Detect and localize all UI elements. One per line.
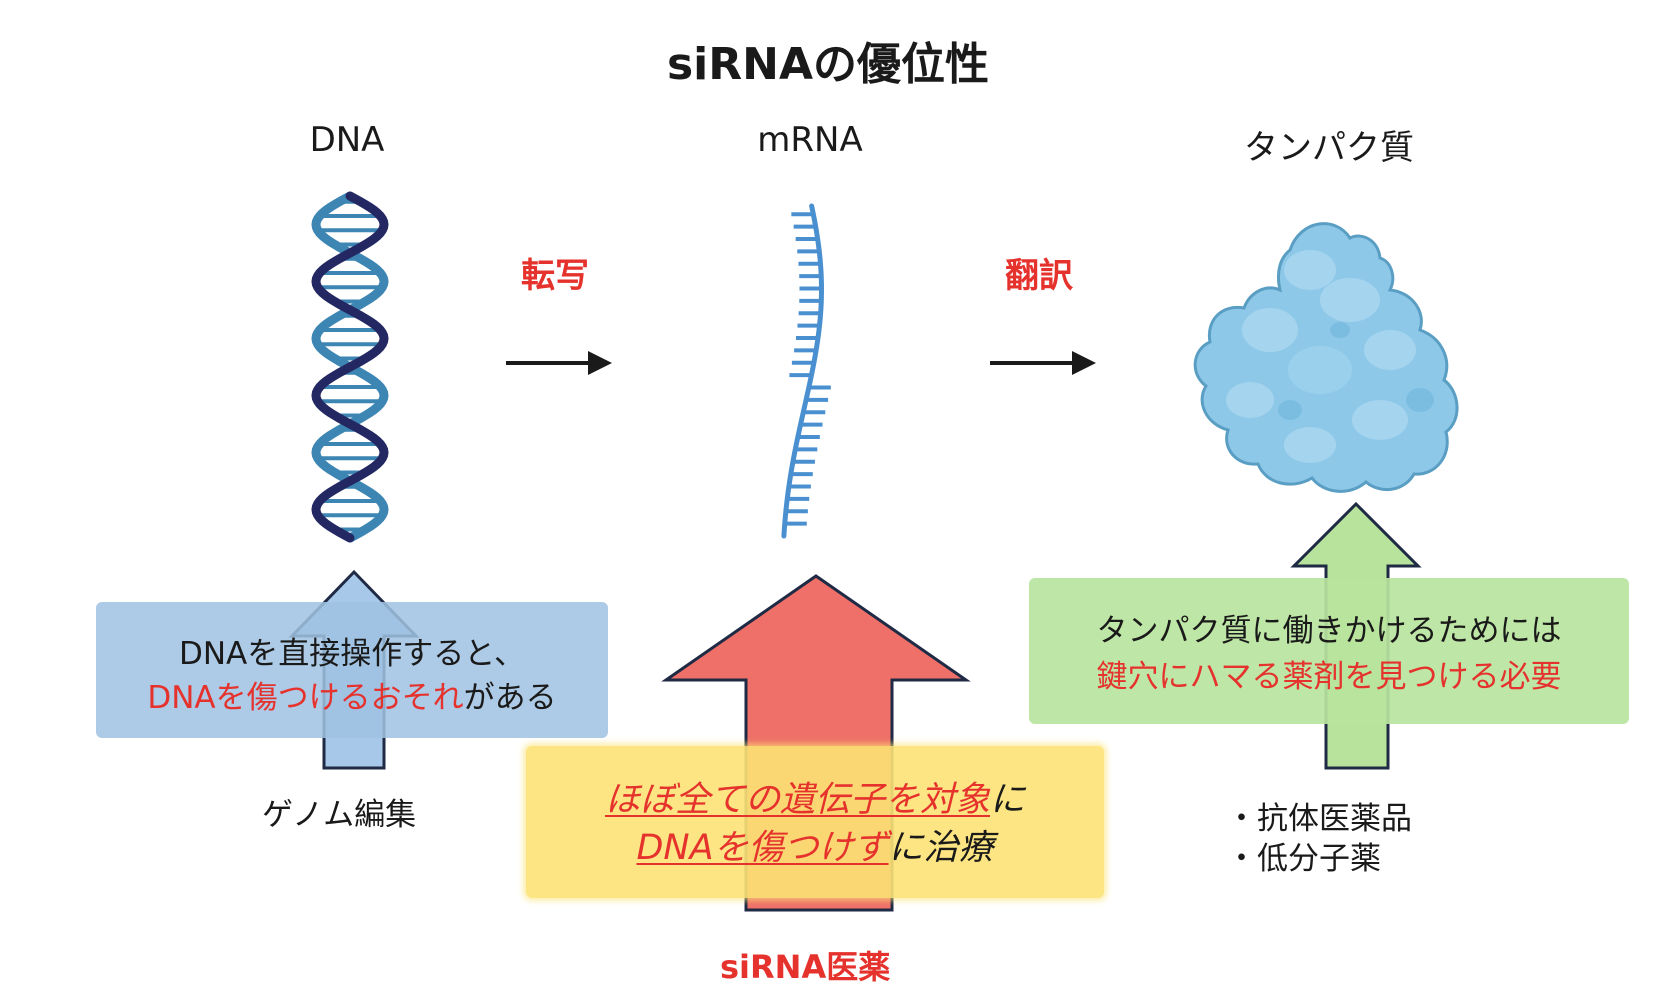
- sirna-box-target-text: ほぼ全ての遺伝子を対象: [604, 780, 990, 820]
- sirna-box-line-1: ほぼ全ての遺伝子を対象に: [526, 776, 1104, 824]
- protein-box-requirement-text: 鍵穴にハマる薬剤を見つける必要: [1096, 659, 1562, 695]
- antibody-drug-label: ・抗体医薬品: [1226, 801, 1412, 837]
- dna-box-line-1: DNAを直接操作すると、: [178, 636, 526, 672]
- sirna-box-line-2: DNAを傷つけずに治療: [526, 824, 1104, 872]
- protein-targeting-box: タンパク質に働きかけるためには 鍵穴にハマる薬剤を見つける必要: [1029, 578, 1629, 724]
- mrna-backbone: [781, 203, 824, 539]
- translation-arrow-icon: [990, 351, 1096, 375]
- sirna-box-line-1-rest: に: [990, 780, 1026, 820]
- sirna-box-safe-text: DNAを傷つけず: [636, 828, 889, 868]
- sirna-box-line-2-rest: に治療: [888, 828, 994, 868]
- dna-helix-icon: [311, 191, 389, 543]
- dna-box-line-2-rest: がある: [463, 680, 557, 716]
- dna-strand: [311, 191, 389, 543]
- protein-box-line-1: タンパク質に働きかけるためには: [1096, 613, 1562, 649]
- dna-box-risk-text: DNAを傷つけるおそれ: [147, 680, 464, 716]
- stage-label-protein: タンパク質: [1244, 128, 1414, 168]
- dna-box-line-2: DNAを傷つけるおそれがある: [96, 676, 608, 720]
- process-label-transcription: 転写: [521, 256, 589, 296]
- genome-editing-label: ゲノム編集: [262, 797, 417, 833]
- stage-label-mrna: mRNA: [757, 120, 863, 160]
- process-label-translation: 翻訳: [1005, 256, 1073, 296]
- mrna-strand-icon: [781, 203, 831, 539]
- small-molecule-label: ・低分子薬: [1226, 841, 1381, 877]
- diagram-title: siRNAの優位性: [666, 39, 990, 90]
- stage-label-dna: DNA: [309, 120, 385, 160]
- sirna-drug-label: siRNA医薬: [720, 948, 891, 986]
- sirna-benefit-box: ほぼ全ての遺伝子を対象に DNAを傷つけずに治療: [526, 746, 1104, 898]
- dna-editing-caution-box: DNAを直接操作すると、 DNAを傷つけるおそれがある: [96, 602, 608, 738]
- protein-icon: [1193, 222, 1459, 493]
- transcription-arrow-icon: [506, 351, 612, 375]
